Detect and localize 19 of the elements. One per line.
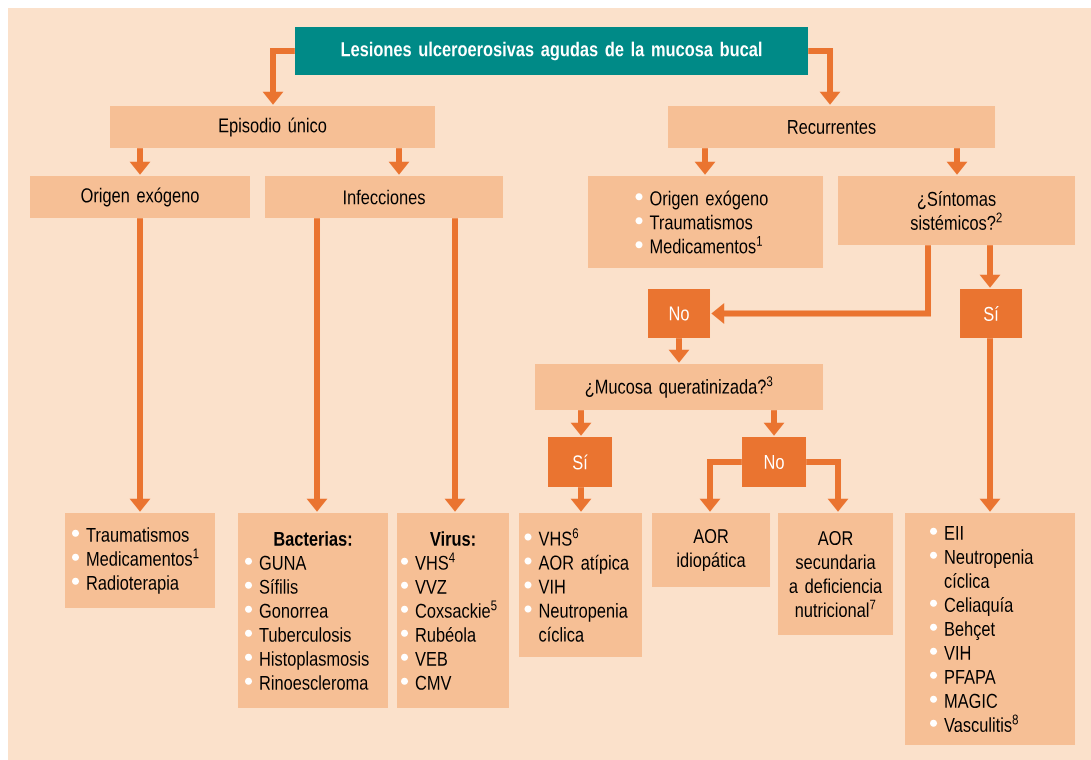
category-box: ¿Síntomas sistémicos?$^{2}$ <box>838 176 1075 245</box>
category-box: Origen exógeno <box>30 176 250 218</box>
category-box: AOR idiopática <box>652 513 770 587</box>
category-box: AOR secundaria a deficiencia nutricional$^{7}$ <box>778 513 893 635</box>
title-box: Lesiones ulceroerosivas agudas de la mucosa bucal <box>295 27 808 75</box>
list-box: Bacterias: GUNA Sífilis Gonorrea Tuberculosis Histoplasmosis Rinoescleroma <box>238 513 388 708</box>
category-box: Episodio único <box>110 106 435 148</box>
answer-tag: Sí <box>960 289 1022 338</box>
list-box: Traumatismos Medicamentos$^{1}$ Radioterapia <box>65 513 215 608</box>
list-box: EII Neutropenia cíclica Celiaquía Behçet VIH PFAPA MAGIC Vasculitis$^{8}$ <box>905 513 1075 745</box>
list-box: VHS$^{6}$ AOR atípica VIH Neutropenia cíclica <box>519 513 642 657</box>
category-box: Recurrentes <box>668 106 995 148</box>
answer-tag: No <box>742 437 806 487</box>
list-box: Virus: VHS$^{4}$ VVZ Coxsackie$^{5}$ Rubéola VEB CMV <box>397 513 509 708</box>
category-box: Infecciones <box>265 176 503 218</box>
answer-tag: Sí <box>548 437 612 487</box>
list-box: Origen exógeno Traumatismos Medicamentos$^{1}$ <box>588 176 823 268</box>
answer-tag: No <box>648 289 710 338</box>
category-box: ¿Mucosa queratinizada?$^{3}$ <box>535 364 823 410</box>
